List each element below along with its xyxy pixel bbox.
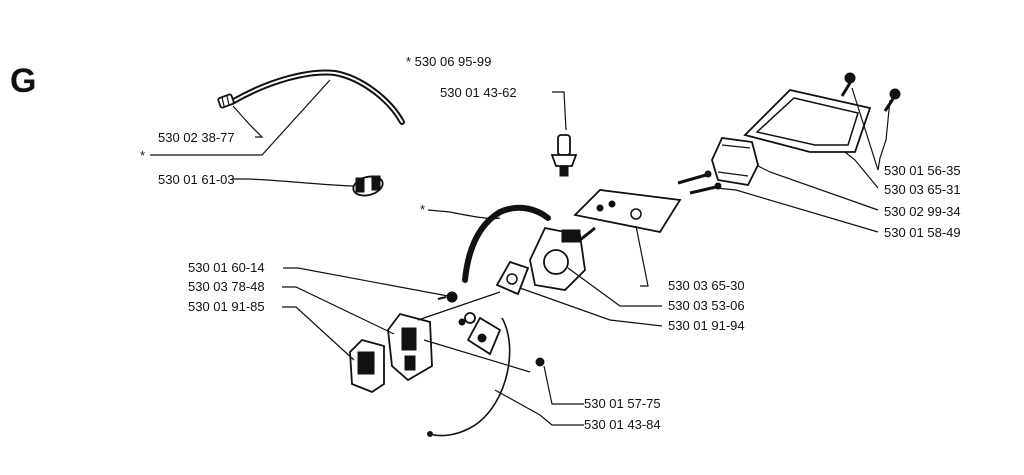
air-filter-cover (743, 89, 872, 153)
carburetor (529, 226, 596, 291)
filter-holder-plate (573, 189, 682, 234)
label-530-01-43-84: 530 01 43-84 (584, 417, 661, 432)
filter-screws (677, 170, 722, 195)
screw-57-75 (535, 357, 545, 367)
screw-top-left (840, 72, 856, 97)
primer-valve (550, 134, 578, 177)
label-530-01-43-62: 530 01 43-62 (440, 85, 517, 100)
label-530-02-38-77: 530 02 38-77 (158, 130, 235, 145)
label-hose-kit: * 530 06 95-99 (406, 54, 491, 69)
leader-lines (150, 79, 891, 426)
label-530-01-58-49: 530 01 58-49 (884, 225, 961, 240)
label-530-01-57-75: 530 01 57-75 (584, 396, 661, 411)
manifold-boot (466, 316, 502, 356)
fuel-line (427, 317, 511, 437)
label-530-02-99-34: 530 02 99-34 (884, 204, 961, 219)
screw-60-14 (437, 291, 458, 303)
section-letter: G (10, 62, 36, 100)
carburetor-gasket (495, 260, 530, 296)
label-530-03-53-06: 530 03 53-06 (668, 298, 745, 313)
screw-top-right (883, 88, 901, 112)
label-530-01-91-94: 530 01 91-94 (668, 318, 745, 333)
fuel-return-line (462, 204, 551, 283)
label-asterisk-hose: * (140, 148, 145, 163)
air-filter-element (711, 137, 759, 186)
label-530-01-91-85: 530 01 91-85 (188, 299, 265, 314)
label-asterisk-fuel-line: * (420, 202, 425, 217)
assembly-studs (417, 291, 531, 373)
label-530-01-56-35: 530 01 56-35 (884, 163, 961, 178)
insulator-plate (349, 338, 385, 394)
intake-manifold (387, 312, 433, 382)
label-530-01-60-14: 530 01 60-14 (188, 260, 265, 275)
label-530-01-61-03: 530 01 61-03 (158, 172, 235, 187)
fuel-hose (229, 69, 405, 125)
label-530-03-65-31: 530 03 65-31 (884, 182, 961, 197)
hose-nipple (217, 93, 235, 109)
hose-clamp (352, 175, 384, 197)
label-530-03-78-48: 530 03 78-48 (188, 279, 265, 294)
label-530-03-65-30: 530 03 65-30 (668, 278, 745, 293)
